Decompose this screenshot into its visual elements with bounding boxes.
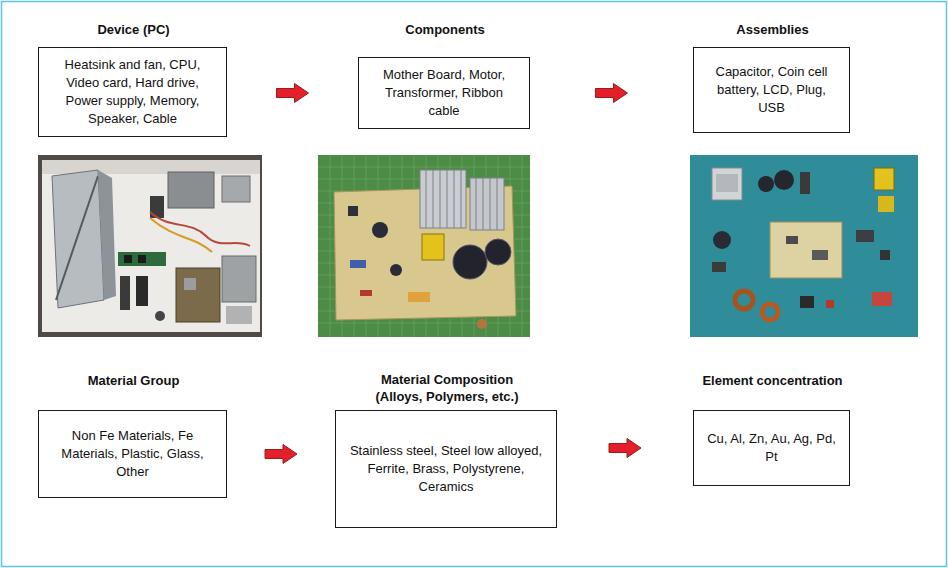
pc-photo-part: [124, 255, 132, 263]
pc-photo-part: [136, 276, 148, 306]
assemblies-photo-part: [712, 262, 726, 272]
process-box: Element concentrationCu, Al, Zn, Au, Ag,…: [693, 410, 850, 486]
assemblies-photo-part: [770, 222, 842, 278]
assemblies-photo-part: [812, 250, 828, 260]
pc-photo-part: [42, 160, 260, 174]
assemblies-photo-part: [800, 296, 814, 308]
process-box: Material GroupNon Fe Materials, Fe Mater…: [38, 410, 227, 498]
assemblies-photo-part: [690, 155, 918, 337]
box-heading: Components: [335, 21, 555, 38]
process-box: Material Composition (Alloys, Polymers, …: [335, 410, 557, 528]
pc-photo-part: [138, 255, 146, 263]
pcb-photo-part-part: [447, 170, 448, 228]
box-text: Cu, Al, Zn, Au, Ag, Pd, Pt: [694, 424, 849, 472]
pc-photo-part: [222, 256, 256, 302]
pc-photo: [38, 155, 262, 337]
pcb-photo-part-part: [490, 178, 491, 230]
assemblies-photo: [690, 155, 918, 337]
pc-photo-part: [98, 170, 116, 300]
box-heading: Material Composition (Alloys, Polymers, …: [360, 371, 535, 405]
pcb-photo-part: [485, 239, 511, 265]
pcb-photo-part: [408, 292, 430, 302]
box-heading: Assemblies: [663, 21, 883, 38]
box-text: Mother Board, Motor, Transformer, Ribbon…: [359, 60, 529, 126]
flow-arrow: [596, 84, 628, 103]
box-text: Capacitor, Coin cell battery, LCD, Plug,…: [694, 57, 849, 123]
pcb-photo-part-part: [426, 170, 427, 228]
pcb-photo-part-part: [454, 170, 455, 228]
box-heading: Material Group: [24, 372, 244, 389]
assemblies-photo-part: [878, 196, 894, 212]
pcb-photo-part-part: [483, 178, 484, 230]
box-text: Heatsink and fan, CPU, Video card, Hard …: [39, 50, 226, 134]
connector-layer: [265, 84, 641, 464]
pcb-photo-part: [477, 319, 487, 329]
pc-photo-part: [168, 172, 214, 208]
process-box: Device (PC)Heatsink and fan, CPU, Video …: [38, 47, 227, 137]
pcb-photo-part: [422, 234, 444, 260]
box-heading: Device (PC): [24, 21, 244, 38]
assemblies-photo-part: [713, 231, 731, 249]
pc-photo-part: [150, 218, 212, 252]
pcb-photo-part: [318, 155, 530, 337]
pcb-photo-part: [348, 206, 358, 216]
process-box: AssembliesCapacitor, Coin cell battery, …: [693, 47, 850, 133]
assemblies-photo-part: [774, 170, 794, 190]
assemblies-photo-part: [872, 292, 892, 306]
process-box: ComponentsMother Board, Motor, Transform…: [358, 57, 530, 129]
assemblies-photo-part: [880, 250, 890, 260]
pcb-photo-part-part: [497, 178, 498, 230]
pc-photo-part: [222, 176, 250, 202]
pcb-photo-part: [453, 245, 487, 279]
pcb-photo-part-part: [330, 155, 331, 337]
pc-photo-part: [42, 160, 260, 332]
pc-photo-part: [118, 252, 166, 266]
pcb-photo-part: [470, 178, 504, 230]
pcb-photo-part-part: [318, 323, 530, 324]
pcb-photo-part: [350, 260, 366, 268]
pcb-photo-part: [318, 155, 530, 337]
pc-photo-part: [184, 278, 196, 290]
assemblies-photo-part: [762, 304, 778, 320]
pcb-photo-part-part: [522, 155, 523, 337]
assemblies-photo-part: [712, 168, 742, 200]
pc-photo-part: [52, 170, 104, 308]
pc-photo-part: [155, 311, 165, 321]
box-heading: Element concentration: [663, 372, 883, 389]
assemblies-photo-part: [800, 172, 810, 194]
assemblies-photo-part: [716, 174, 738, 192]
assemblies-photo-part: [826, 300, 834, 308]
flow-arrow: [265, 445, 297, 464]
assemblies-photo-part: [758, 176, 774, 192]
flow-arrow: [277, 84, 309, 103]
pcb-photo-part: [420, 170, 466, 228]
pcb-photo-part: [426, 170, 461, 228]
pcb-photo-part-part: [476, 178, 477, 230]
pcb-photo-part-part: [433, 170, 434, 228]
box-text: Stainless steel, Steel low alloyed, Ferr…: [336, 436, 556, 502]
pcb-photo-part: [476, 178, 497, 230]
pc-photo-part: [56, 176, 98, 300]
pc-photo-part: [176, 268, 220, 322]
pc-photo-part: [120, 276, 130, 310]
pcb-photo-part: [372, 222, 388, 238]
pc-photo-part: [226, 306, 252, 324]
assemblies-photo-part: [874, 168, 894, 190]
assemblies-photo-part: [786, 236, 798, 244]
assemblies-photo-part: [735, 291, 753, 309]
pcb-photo-part-part: [461, 170, 462, 228]
pcb-photo-part: [390, 264, 402, 276]
pcb-photo: [318, 155, 530, 337]
assemblies-photo-part: [856, 230, 874, 242]
pcb-photo-part-part: [318, 167, 530, 168]
pc-photo-part: [38, 155, 262, 337]
flow-arrow: [609, 439, 641, 458]
pcb-photo-part: [360, 290, 372, 296]
pcb-photo-part-part: [440, 170, 441, 228]
box-text: Non Fe Materials, Fe Materials, Plastic,…: [39, 421, 226, 487]
